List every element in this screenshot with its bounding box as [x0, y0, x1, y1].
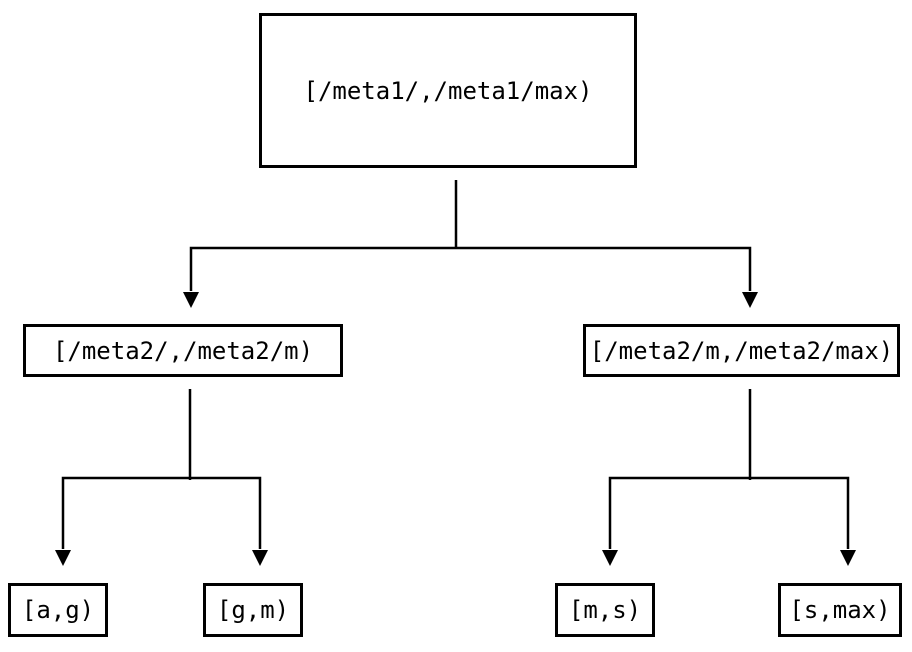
arrowhead-to-meta2-right-icon: [742, 292, 758, 308]
edge-branch-meta2-right: [608, 476, 850, 549]
node-meta2-left-range: [/meta2/,/meta2/m): [23, 324, 343, 377]
node-leaf-s-max-label: [s,max): [789, 596, 891, 624]
arrowhead-to-leaf-ms-icon: [602, 550, 618, 566]
connector-right-subtree: [602, 389, 856, 566]
node-root-label: [/meta1/,/meta1/max): [303, 76, 593, 105]
arrowhead-to-meta2-left-icon: [183, 292, 199, 308]
node-leaf-a-g-label: [a,g): [21, 596, 95, 624]
node-leaf-g-m-label: [g,m): [216, 596, 290, 624]
node-root-meta1-range: [/meta1/,/meta1/max): [259, 13, 637, 168]
node-leaf-m-s: [m,s): [555, 583, 655, 637]
node-meta2-left-label: [/meta2/,/meta2/m): [52, 336, 314, 365]
node-leaf-s-max: [s,max): [778, 583, 902, 637]
node-leaf-a-g: [a,g): [8, 583, 108, 637]
edge-branch-meta2-left: [61, 476, 262, 549]
connector-left-subtree: [55, 389, 268, 566]
node-leaf-g-m: [g,m): [203, 583, 303, 637]
arrowhead-to-leaf-gm-icon: [252, 550, 268, 566]
edge-branch-root: [189, 246, 752, 291]
node-meta2-right-range: [/meta2/m,/meta2/max): [583, 324, 900, 377]
arrowhead-to-leaf-smax-icon: [840, 550, 856, 566]
node-meta2-right-label: [/meta2/m,/meta2/max): [589, 336, 894, 365]
node-leaf-m-s-label: [m,s): [568, 596, 642, 624]
arrowhead-to-leaf-ag-icon: [55, 550, 71, 566]
connector-root-to-children: [183, 180, 758, 308]
